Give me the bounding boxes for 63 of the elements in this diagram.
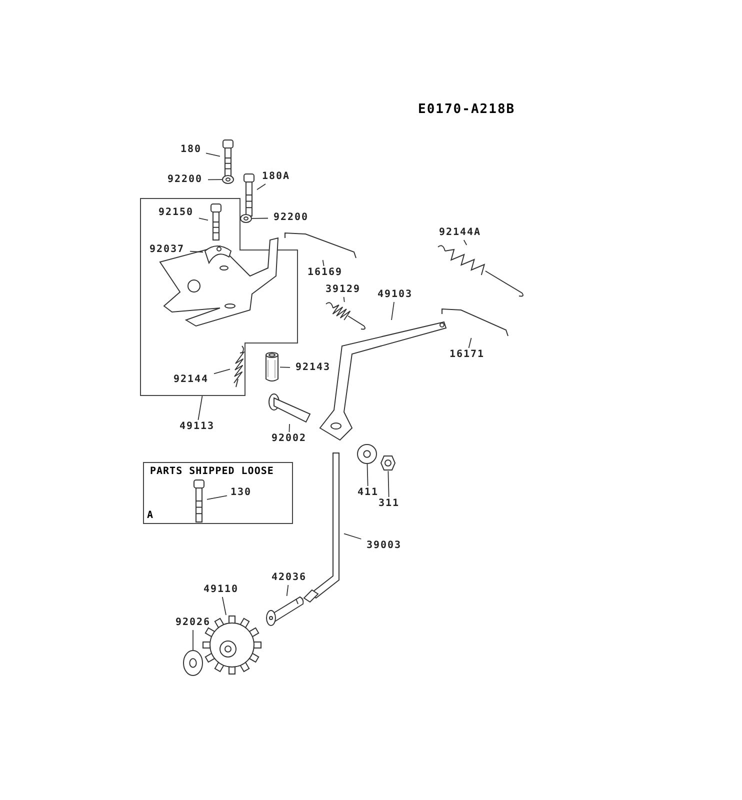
drawing-code: E0170-A218B [418, 102, 516, 117]
leader-line [208, 179, 222, 180]
callout-number: 130 [227, 486, 255, 500]
leader-line [468, 338, 472, 348]
wire-link-drawing [283, 232, 358, 260]
washer-drawing [357, 444, 377, 464]
leader-line [286, 584, 289, 596]
callout-number: 39003 [361, 539, 407, 553]
spring-drawing [325, 302, 367, 330]
leader-line [206, 152, 220, 157]
bolt-drawing [220, 140, 236, 176]
callout-number: 16171 [444, 348, 490, 362]
leader-line [391, 302, 394, 320]
callout-number: 92002 [266, 432, 312, 446]
callout-number: 92144 [168, 373, 214, 387]
callout-number: 180 [176, 143, 206, 157]
callout-number: 411 [354, 486, 382, 500]
callout-number: 42036 [266, 571, 312, 585]
callout-number: 92026 [170, 616, 216, 630]
bolt-drawing [268, 394, 312, 424]
washer-drawing [240, 214, 252, 223]
callout-number: 92143 [290, 361, 336, 375]
parts-box [143, 462, 293, 524]
nut-drawing [380, 455, 396, 471]
callout-number: 49113 [174, 420, 220, 434]
bolt-drawing [208, 204, 224, 240]
callout-number: 49110 [198, 583, 244, 597]
pin-drawing [266, 596, 304, 626]
leader-line [463, 240, 468, 246]
callout-number: 180A [258, 170, 294, 184]
callout-number: 92150 [153, 206, 199, 220]
leader-line [198, 218, 208, 221]
leader-line [366, 464, 368, 486]
leader-line [190, 250, 204, 253]
bolt-drawing [241, 174, 257, 216]
bolt-drawing [191, 480, 207, 522]
leader-line [280, 366, 290, 368]
leader-line [206, 495, 228, 500]
box-heading: PARTS SHIPPED LOOSE [150, 466, 274, 477]
wire-link-drawing [440, 308, 510, 338]
leader-line [214, 368, 230, 374]
leader-line [388, 470, 390, 498]
leader-line [256, 184, 266, 190]
spacer-drawing [264, 352, 280, 382]
leader-line [198, 396, 203, 420]
leader-line [222, 596, 226, 616]
leader-line [343, 296, 345, 302]
callout-number: 16169 [302, 266, 348, 280]
variant-letter: A [147, 510, 154, 521]
callout-number: 92037 [144, 243, 190, 257]
leader-line [322, 260, 324, 266]
callout-number: 49103 [372, 288, 418, 302]
callout-number: 92200 [162, 173, 208, 187]
leader-line [192, 630, 194, 650]
leader-line [252, 218, 268, 219]
callout-number: 311 [375, 497, 403, 511]
callout-number: 92144A [434, 226, 486, 240]
leader-line [344, 533, 362, 540]
washer-drawing [222, 175, 234, 184]
spring-drawing [437, 245, 525, 297]
callout-number: 39129 [320, 283, 366, 297]
callout-number: 92200 [268, 211, 314, 225]
leader-line [288, 424, 290, 432]
